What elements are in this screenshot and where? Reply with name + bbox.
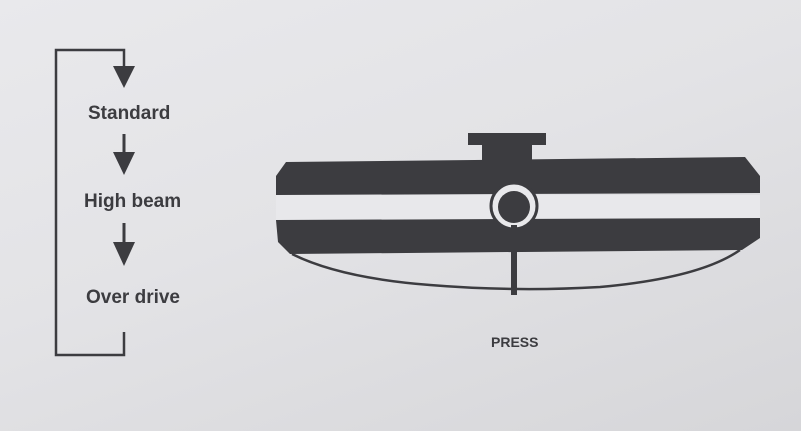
arrow-high-to-overdrive bbox=[113, 223, 135, 266]
top-cap-neck bbox=[482, 143, 532, 163]
press-label: PRESS bbox=[491, 334, 538, 350]
arrow-shaft bbox=[122, 223, 126, 245]
mode-high-beam: High beam bbox=[84, 191, 181, 212]
arrow-into-standard bbox=[113, 66, 135, 88]
loop-line bbox=[54, 48, 126, 357]
down-arrow-icon bbox=[113, 152, 135, 175]
flashlight-head bbox=[276, 133, 760, 291]
body-upper-band bbox=[276, 157, 760, 195]
down-arrow-icon bbox=[113, 242, 135, 266]
arrow-standard-to-high bbox=[113, 134, 135, 175]
body-lower-band bbox=[276, 218, 760, 254]
press-pointer-line bbox=[511, 225, 517, 295]
down-arrow-icon bbox=[113, 66, 135, 88]
arrow-shaft bbox=[122, 134, 126, 156]
lens-outline bbox=[291, 248, 741, 291]
mode-standard: Standard bbox=[88, 103, 170, 124]
cycle-loop bbox=[54, 48, 126, 357]
top-cap bbox=[468, 133, 546, 145]
button-dot bbox=[498, 191, 530, 223]
mode-over-drive: Over drive bbox=[86, 287, 180, 308]
